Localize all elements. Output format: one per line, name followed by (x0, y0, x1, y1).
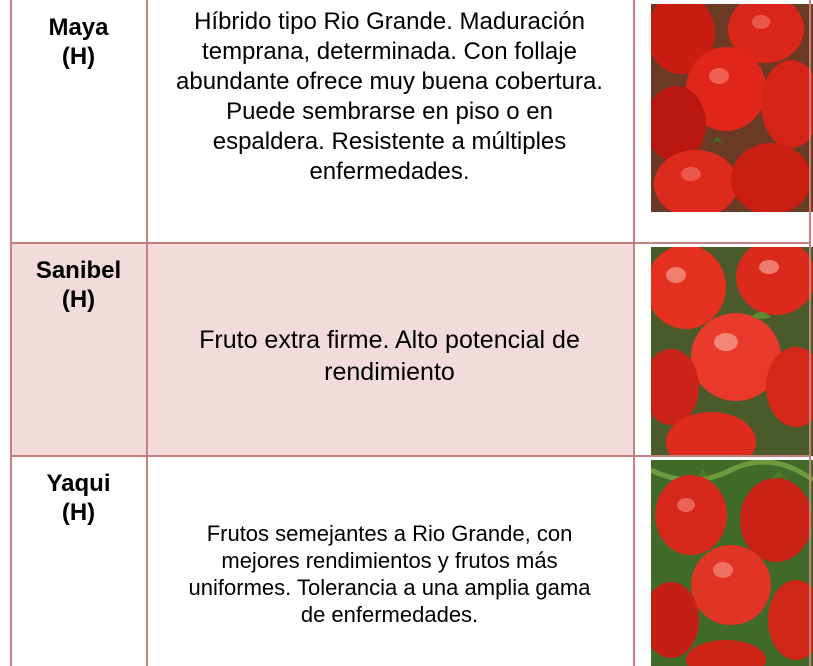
variety-description-cell: Fruto extra firme. Alto potencial de ren… (146, 243, 633, 456)
table-row: Sanibel (H) Fruto extra firme. Alto pote… (0, 243, 813, 456)
variety-type: (H) (61, 499, 96, 526)
table-border (10, 0, 12, 666)
variety-description: Híbrido tipo Rio Grande. Maduración temp… (176, 8, 603, 185)
row-divider (11, 455, 811, 457)
variety-type: (H) (61, 286, 96, 313)
table-border (146, 0, 148, 666)
variety-name: Maya (48, 14, 109, 41)
variety-description-cell: Frutos semejantes a Rio Grande, con mejo… (146, 456, 633, 666)
variety-description: Fruto extra firme. Alto potencial de ren… (199, 325, 580, 386)
variety-name-cell: Yaqui (H) (11, 456, 146, 666)
variety-description-cell: Híbrido tipo Rio Grande. Maduración temp… (146, 0, 633, 243)
variety-image-cell (633, 0, 813, 243)
variety-description: Frutos semejantes a Rio Grande, con mejo… (188, 521, 591, 627)
tomato-photo-icon (651, 247, 813, 456)
variety-type: (H) (61, 43, 96, 70)
table-border (633, 0, 635, 666)
variety-name-cell: Sanibel (H) (11, 243, 146, 456)
table-border (809, 0, 811, 666)
tomato-photo-icon (651, 460, 813, 666)
tomato-photo-icon (651, 4, 813, 212)
variety-name-cell: Maya (H) (11, 0, 146, 243)
row-divider (11, 242, 811, 244)
table-row: Yaqui (H) Frutos semejantes a Rio Grande… (0, 456, 813, 666)
variety-name: Sanibel (35, 257, 122, 284)
table-row: Maya (H) Híbrido tipo Rio Grande. Madura… (0, 0, 813, 243)
variety-image-cell (633, 243, 813, 456)
variety-name: Yaqui (46, 470, 111, 497)
variety-image-cell (633, 456, 813, 666)
